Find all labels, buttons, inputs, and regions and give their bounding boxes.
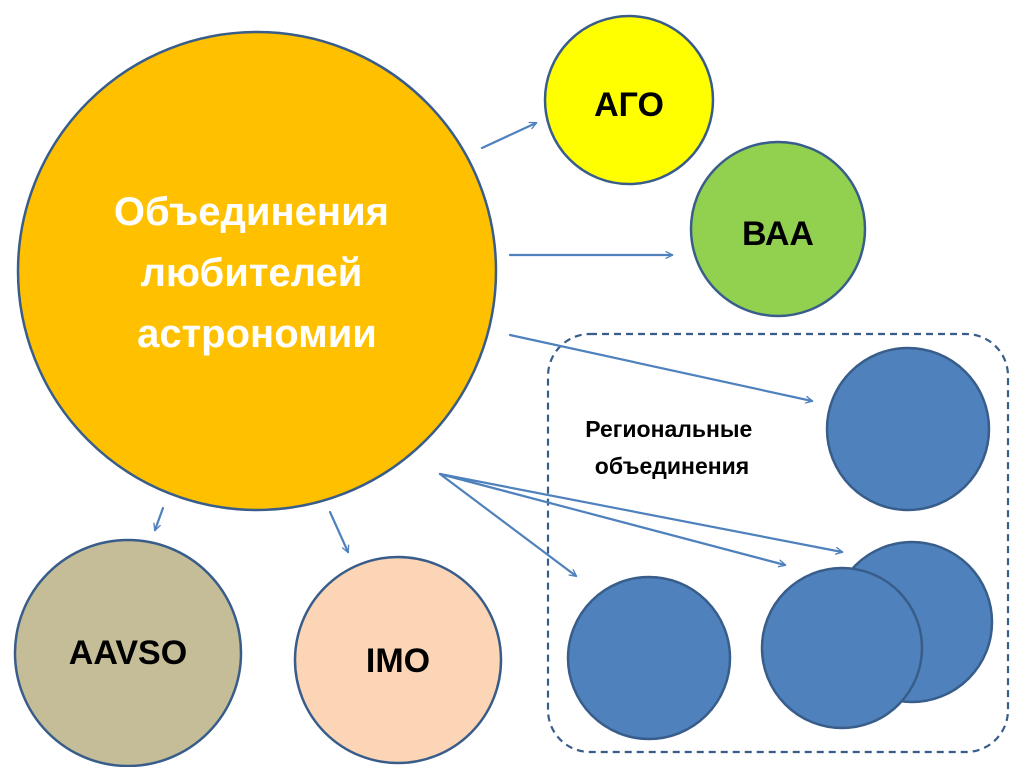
vaa-node-label: ВАА <box>742 215 814 253</box>
regional-group-label-line-1: Региональные <box>585 416 752 442</box>
aavso-node-circle <box>13 538 243 767</box>
aavso-node-label: AAVSO <box>69 634 187 672</box>
regional-group-label: Региональные объединения <box>585 416 758 479</box>
arrow-to-ago <box>480 121 538 150</box>
arrow-to-imo <box>328 510 350 554</box>
imo-node-circle <box>293 555 503 765</box>
arrow-to-regional-1 <box>508 333 814 404</box>
regional-circle-1 <box>825 346 991 512</box>
main-node-label-line-1: Объединения <box>114 190 389 234</box>
ago-node-circle <box>543 14 715 186</box>
arrows <box>153 121 844 578</box>
arrow-to-aavso <box>153 506 165 532</box>
main-node-label-line-3: астрономии <box>137 312 377 356</box>
arrow-to-regional-3 <box>438 472 787 568</box>
main-node-label-line-2: любителей <box>140 251 362 295</box>
regional-circle-3 <box>760 566 924 730</box>
main-node-circle <box>16 30 498 512</box>
imo-node-label: IMO <box>366 642 430 680</box>
ago-node-label: АГО <box>594 86 664 124</box>
regional-group-label-line-2: объединения <box>595 453 749 479</box>
regional-circle-2 <box>566 575 732 741</box>
arrow-to-regional-4 <box>438 472 844 555</box>
main-node-label: Объединения любителей астрономии <box>114 190 400 356</box>
arrow-to-regional-2 <box>438 472 578 578</box>
vaa-node-circle <box>689 140 867 318</box>
